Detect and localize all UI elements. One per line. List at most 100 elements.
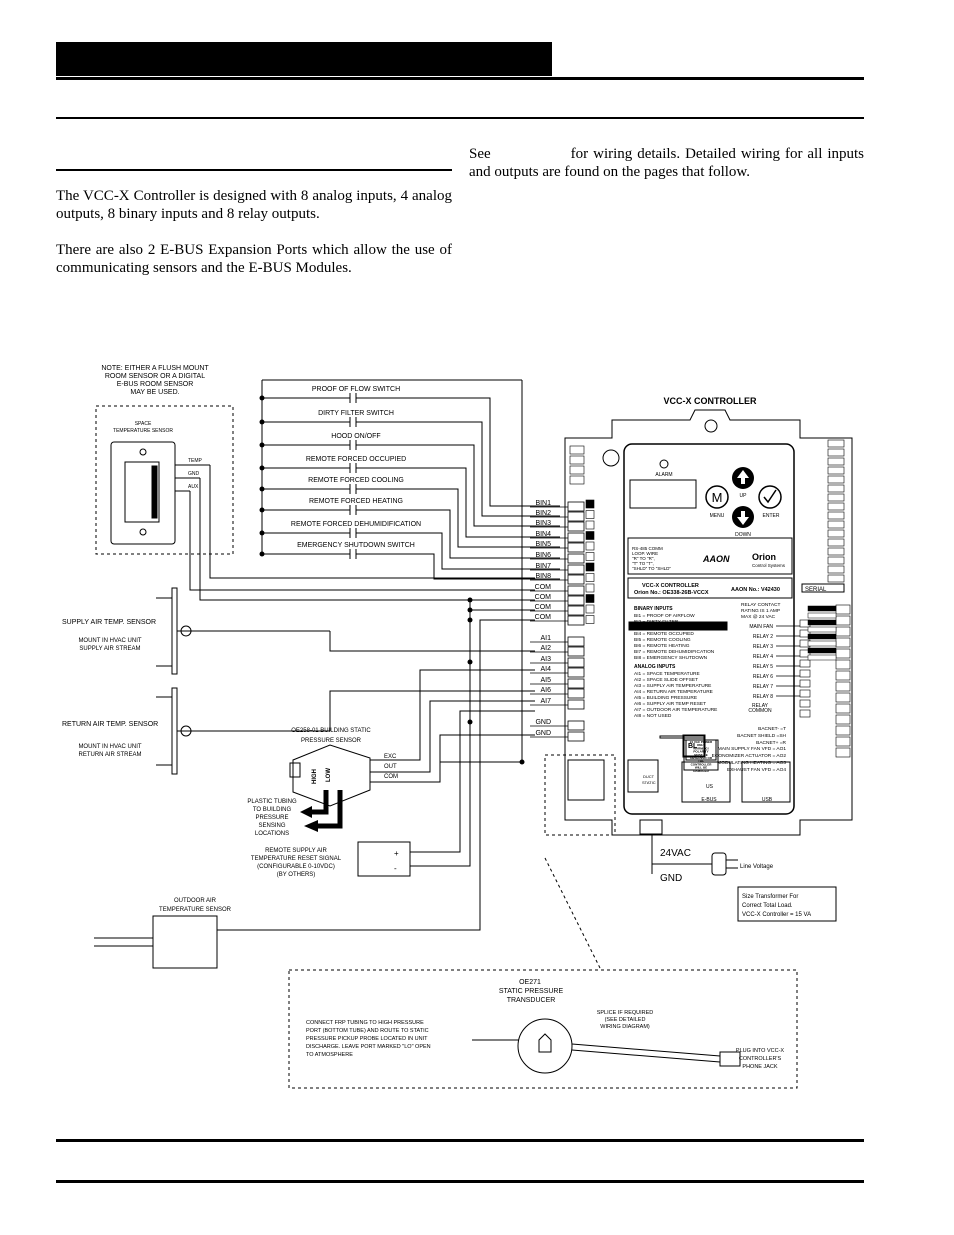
menu-button[interactable] (705, 485, 729, 509)
warning-list-line: POLARITY (693, 750, 708, 754)
static-sensor-body (292, 744, 371, 807)
board-mount-hole (704, 419, 718, 433)
intro-paragraph-2: There are also 2 E-BUS Expansion Ports w… (56, 242, 452, 276)
svg-text:M: M (712, 490, 723, 505)
terminal-label: GND (535, 719, 551, 726)
board-divider (628, 621, 728, 631)
splice-note-line: WIRING DIAGRAM) (600, 1024, 650, 1030)
switch-label: REMOTE FORCED OCCUPIED (306, 456, 406, 463)
board-title-2: Orion No.: OE338-26B-VCCX (634, 590, 709, 596)
terminal-label: AI4 (540, 666, 551, 673)
bl-label: BL (688, 743, 698, 750)
analog-list-line: AI4 = RETURN AIR TEMPERATURE (634, 689, 713, 695)
ebus-label-box (681, 761, 731, 803)
see-rest: for wiring details. Detailed wiring for … (469, 146, 864, 180)
phone-plug (719, 1051, 741, 1067)
reset-plus: + (394, 849, 399, 858)
aaon-number: AAON No.: V42430 (731, 587, 780, 593)
bacnet-list-line: BACNET SHIELD =SH (737, 733, 786, 739)
frp-note: CONNECT FRP TUBING TO HIGH PRESSUREPORT … (306, 1020, 431, 1058)
see-prefix: See (469, 146, 491, 162)
low-port-label: LOW (326, 768, 332, 782)
relay-common-label: COMMON (748, 708, 772, 714)
switch-label: DIRTY FILTER SWITCH (318, 410, 394, 417)
terminal-label: COM (535, 594, 552, 601)
serial-box (801, 583, 845, 593)
frp-note-line: DISCHARGE. LEAVE PORT MARKED "LO" OPEN (306, 1044, 431, 1050)
binary-list-line: BI8 = EMERGENCY SHUTDOWN (634, 655, 708, 661)
oe271-line-3: TRANSDUCER (507, 997, 556, 1004)
relay-list-line: RELAY 8 (753, 694, 773, 700)
supply-mount-1: MOUNT IN HVAC UNIT (78, 638, 141, 644)
warning-list-line: WARNING! (693, 746, 709, 750)
return-mount-1: MOUNT IN HVAC UNIT (78, 744, 141, 750)
switch-label: PROOF OF FLOW SWITCH (312, 386, 400, 393)
analog-list-line: AI5 = BUILDING PRESSURE (634, 695, 697, 701)
terminal-label: AI1 (540, 635, 551, 642)
transformer-line-3: VCC-X Controller = 15 VA (742, 912, 811, 918)
warning-list-line: 24 VAC POWER (690, 740, 713, 744)
splice-note-line: (SEE DETAILED (605, 1017, 646, 1023)
terminal-label: COM (535, 604, 552, 611)
warning-list-line: THE (698, 759, 704, 763)
ul-label: US (706, 784, 714, 790)
loop-note-line: "SHLD" TO "SHLD" (632, 566, 671, 571)
transducer-body (517, 1018, 573, 1074)
plug-note-line: PHONE JACK (742, 1064, 777, 1070)
analog-list-line: AI7 = OUTDOOR AIR TEMPERATURE (634, 707, 717, 713)
tubing-note-line: TO BUILDING (253, 807, 292, 813)
menu-label: MENU (710, 513, 725, 519)
transformer-line-1: Size Transformer For (742, 894, 798, 900)
term-temp: TEMP (188, 458, 203, 464)
enter-button[interactable] (758, 485, 782, 509)
tubing-note-line: PRESSURE (255, 815, 288, 821)
frp-note-line: PRESSURE PICKUP PROBE LOCATED IN UNIT (306, 1036, 428, 1042)
binary-list-line: BI4 = REMOTE OCCUPIED (634, 631, 694, 637)
splice-note-line: SPLICE IF REQUIRED (597, 1010, 654, 1016)
outdoor-line-1: OUTDOOR AIR (174, 898, 217, 904)
binary-list-line: BI6 = REMOTE HEATING (634, 643, 690, 649)
comm-panel (627, 537, 793, 575)
note-line-4: MAY BE USED. (130, 389, 179, 396)
term-gnd: GND (188, 471, 200, 477)
loop-note-line: LOOP. WIRE (632, 551, 658, 556)
static-term-out: OUT (384, 764, 397, 770)
relay-list-line: RELAY 3 (753, 644, 773, 650)
high-port-label: HIGH (312, 769, 318, 784)
terminal-label: AI7 (540, 698, 551, 705)
duct-static-1: DUCT (643, 774, 655, 779)
terminal-label: BIN5 (535, 541, 551, 548)
transformer-plug (711, 852, 727, 876)
ebus-label: E-BUS (701, 797, 717, 803)
warning-list-line: WILL BE (695, 766, 707, 770)
section-rule (56, 117, 864, 119)
static-sensor-line-2: PRESSURE SENSOR (301, 738, 362, 744)
static-sensor-line-1: OE258-01 BUILDING STATIC (291, 728, 371, 734)
relay-list-line: RELAY 2 (753, 634, 773, 640)
tubing-note-line: PLASTIC TUBING (247, 799, 297, 805)
ao-list-line: EXHAUST FAN VFD = AO4 (727, 767, 786, 773)
frp-note-line: CONNECT FRP TUBING TO HIGH PRESSURE (306, 1020, 424, 1026)
relay-list-line: RELAY 7 (753, 684, 773, 690)
terminal-label: AI3 (540, 656, 551, 663)
space-sensor-slider (124, 461, 160, 523)
serial-label: SERIAL (805, 587, 827, 593)
duct-static-2: STATIC (642, 780, 656, 785)
return-mount-2: RETURN AIR STREAM (78, 752, 141, 758)
terminal-label: BIN6 (535, 552, 551, 559)
transformer-line-2: Correct Total Load. (742, 903, 793, 909)
board-line (659, 735, 705, 739)
analog-list-line: AI6 = SUPPLY AIR TEMP RESET (634, 701, 706, 707)
oe271-line-2: STATIC PRESSURE (499, 988, 564, 995)
binary-list-line: BI2 = DIRTY FILTER (634, 619, 679, 625)
transformer-note-box (737, 886, 837, 922)
relay-list-line: RELAY 4 (753, 654, 773, 660)
enter-label: ENTER (763, 513, 780, 519)
ao-list-line: ECONOMIZER ACTUATOR = AO2 (712, 753, 787, 759)
reset-note-line: (BY OTHERS) (277, 872, 316, 878)
